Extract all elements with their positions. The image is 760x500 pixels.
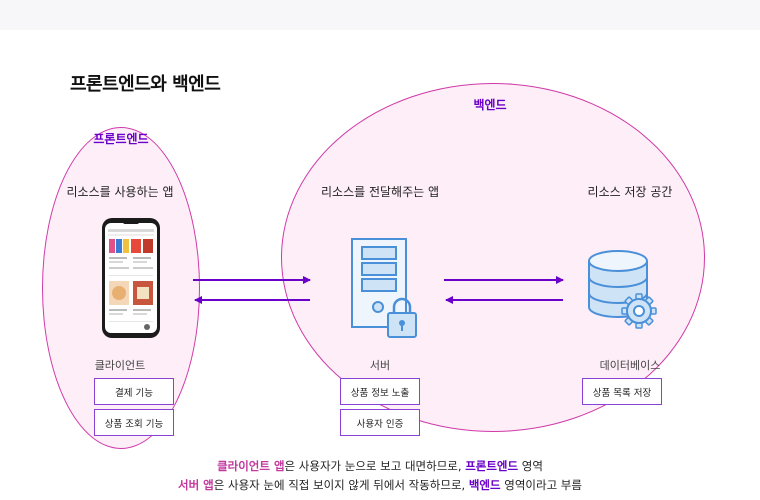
caption-1-highlight-client: 클라이언트 앱 bbox=[217, 459, 285, 473]
server-tag-product-info: 상품 정보 노출 bbox=[340, 378, 420, 405]
client-tag-product-view: 상품 조회 기능 bbox=[94, 409, 174, 436]
db-tag-product-list: 상품 목록 저장 bbox=[582, 378, 662, 405]
server-label: 서버 bbox=[369, 359, 391, 372]
server-column-title: 리소스를 전달해주는 앱 bbox=[320, 185, 440, 199]
backend-region-label: 백엔드 bbox=[473, 98, 507, 112]
top-bar bbox=[0, 0, 760, 30]
page-title: 프론트엔드와 백엔드 bbox=[70, 74, 221, 95]
database-column-title: 리소스 저장 공간 bbox=[587, 185, 673, 199]
client-tag-payment: 결제 기능 bbox=[94, 378, 174, 405]
caption-line-2: 서버 앱은 사용자 눈에 직접 보이지 않게 뒤에서 작동하므로, 백엔드 영역… bbox=[0, 477, 760, 493]
smartphone-icon bbox=[102, 218, 160, 338]
client-column-title: 리소스를 사용하는 앱 bbox=[66, 185, 174, 199]
caption-1-highlight-frontend: 프론트엔드 bbox=[465, 459, 519, 473]
frontend-region-label: 프론트엔드 bbox=[93, 132, 149, 146]
client-label: 클라이언트 bbox=[94, 359, 146, 372]
server-lock-icon bbox=[351, 238, 417, 338]
server-tag-auth: 사용자 인증 bbox=[340, 409, 420, 436]
caption-1-text-a: 은 사용자가 눈으로 보고 대면하므로, bbox=[284, 459, 466, 473]
caption-2-text-b: 영역이라고 부름 bbox=[500, 478, 582, 492]
database-gear-icon bbox=[588, 250, 657, 329]
caption-2-text-a: 은 사용자 눈에 직접 보이지 않게 뒤에서 작동하므로, bbox=[213, 478, 469, 492]
caption-2-highlight-server: 서버 앱 bbox=[178, 478, 214, 492]
caption-line-1: 클라이언트 앱은 사용자가 눈으로 보고 대면하므로, 프론트엔드 영역 bbox=[0, 458, 760, 474]
caption-1-text-b: 영역 bbox=[518, 459, 543, 473]
database-label: 데이터베이스 bbox=[599, 359, 661, 372]
caption-2-highlight-backend: 백엔드 bbox=[468, 478, 501, 492]
